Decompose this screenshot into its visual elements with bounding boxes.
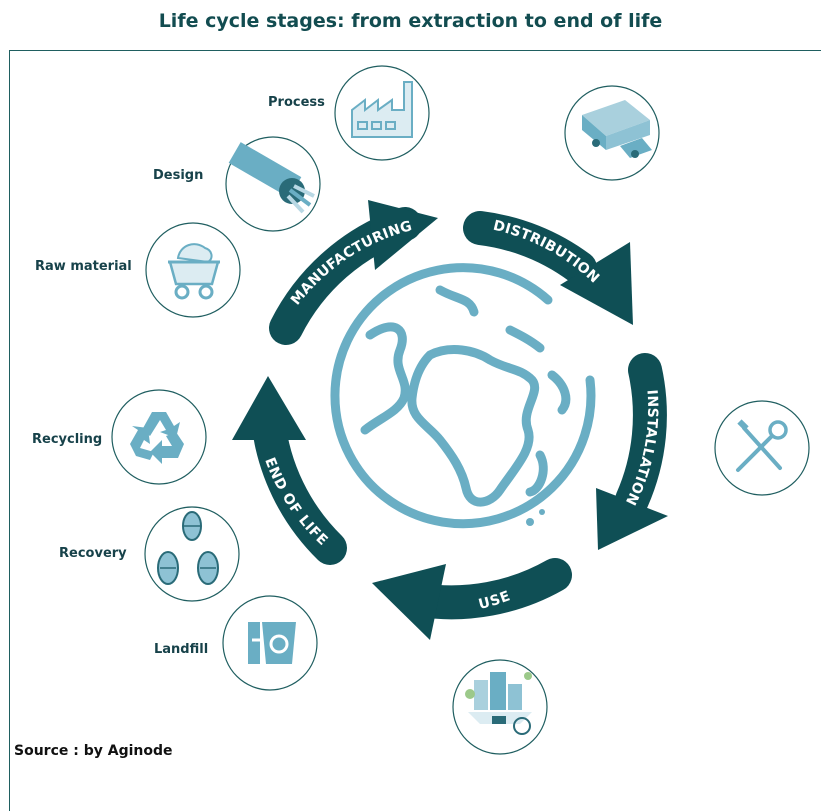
landfill-bin-icon bbox=[222, 595, 318, 691]
diagram-frame bbox=[9, 50, 821, 811]
tools-icon bbox=[714, 400, 810, 496]
cable-reels-icon bbox=[144, 506, 240, 602]
label-recovery: Recovery bbox=[59, 546, 127, 561]
label-process: Process bbox=[268, 95, 325, 110]
arrow-manufacturing: MANUFACTURING bbox=[269, 200, 438, 345]
arrow-installation: INSTALLATION bbox=[596, 353, 668, 550]
arrow-end-of-life: END OF LIFE bbox=[232, 376, 347, 565]
mine-cart-icon bbox=[145, 222, 241, 318]
globe-icon bbox=[330, 263, 596, 529]
arrow-use: USE bbox=[372, 558, 572, 640]
buildings-icon bbox=[452, 659, 548, 755]
recycle-icon bbox=[111, 389, 207, 485]
label-recycling: Recycling bbox=[32, 432, 103, 447]
diagram-title: Life cycle stages: from extraction to en… bbox=[158, 10, 663, 32]
arrow-distribution: DISTRIBUTION bbox=[463, 211, 633, 325]
label-design: Design bbox=[153, 168, 204, 183]
life-cycle-diagram: MANUFACTURING DISTRIBUTION INSTALLATION … bbox=[111, 65, 810, 755]
source-caption: Source : by Aginode bbox=[14, 743, 173, 759]
cable-icon bbox=[225, 136, 321, 232]
factory-icon bbox=[334, 65, 430, 161]
truck-icon bbox=[564, 85, 660, 181]
label-raw-material: Raw material bbox=[35, 259, 132, 274]
label-landfill: Landfill bbox=[154, 642, 209, 657]
